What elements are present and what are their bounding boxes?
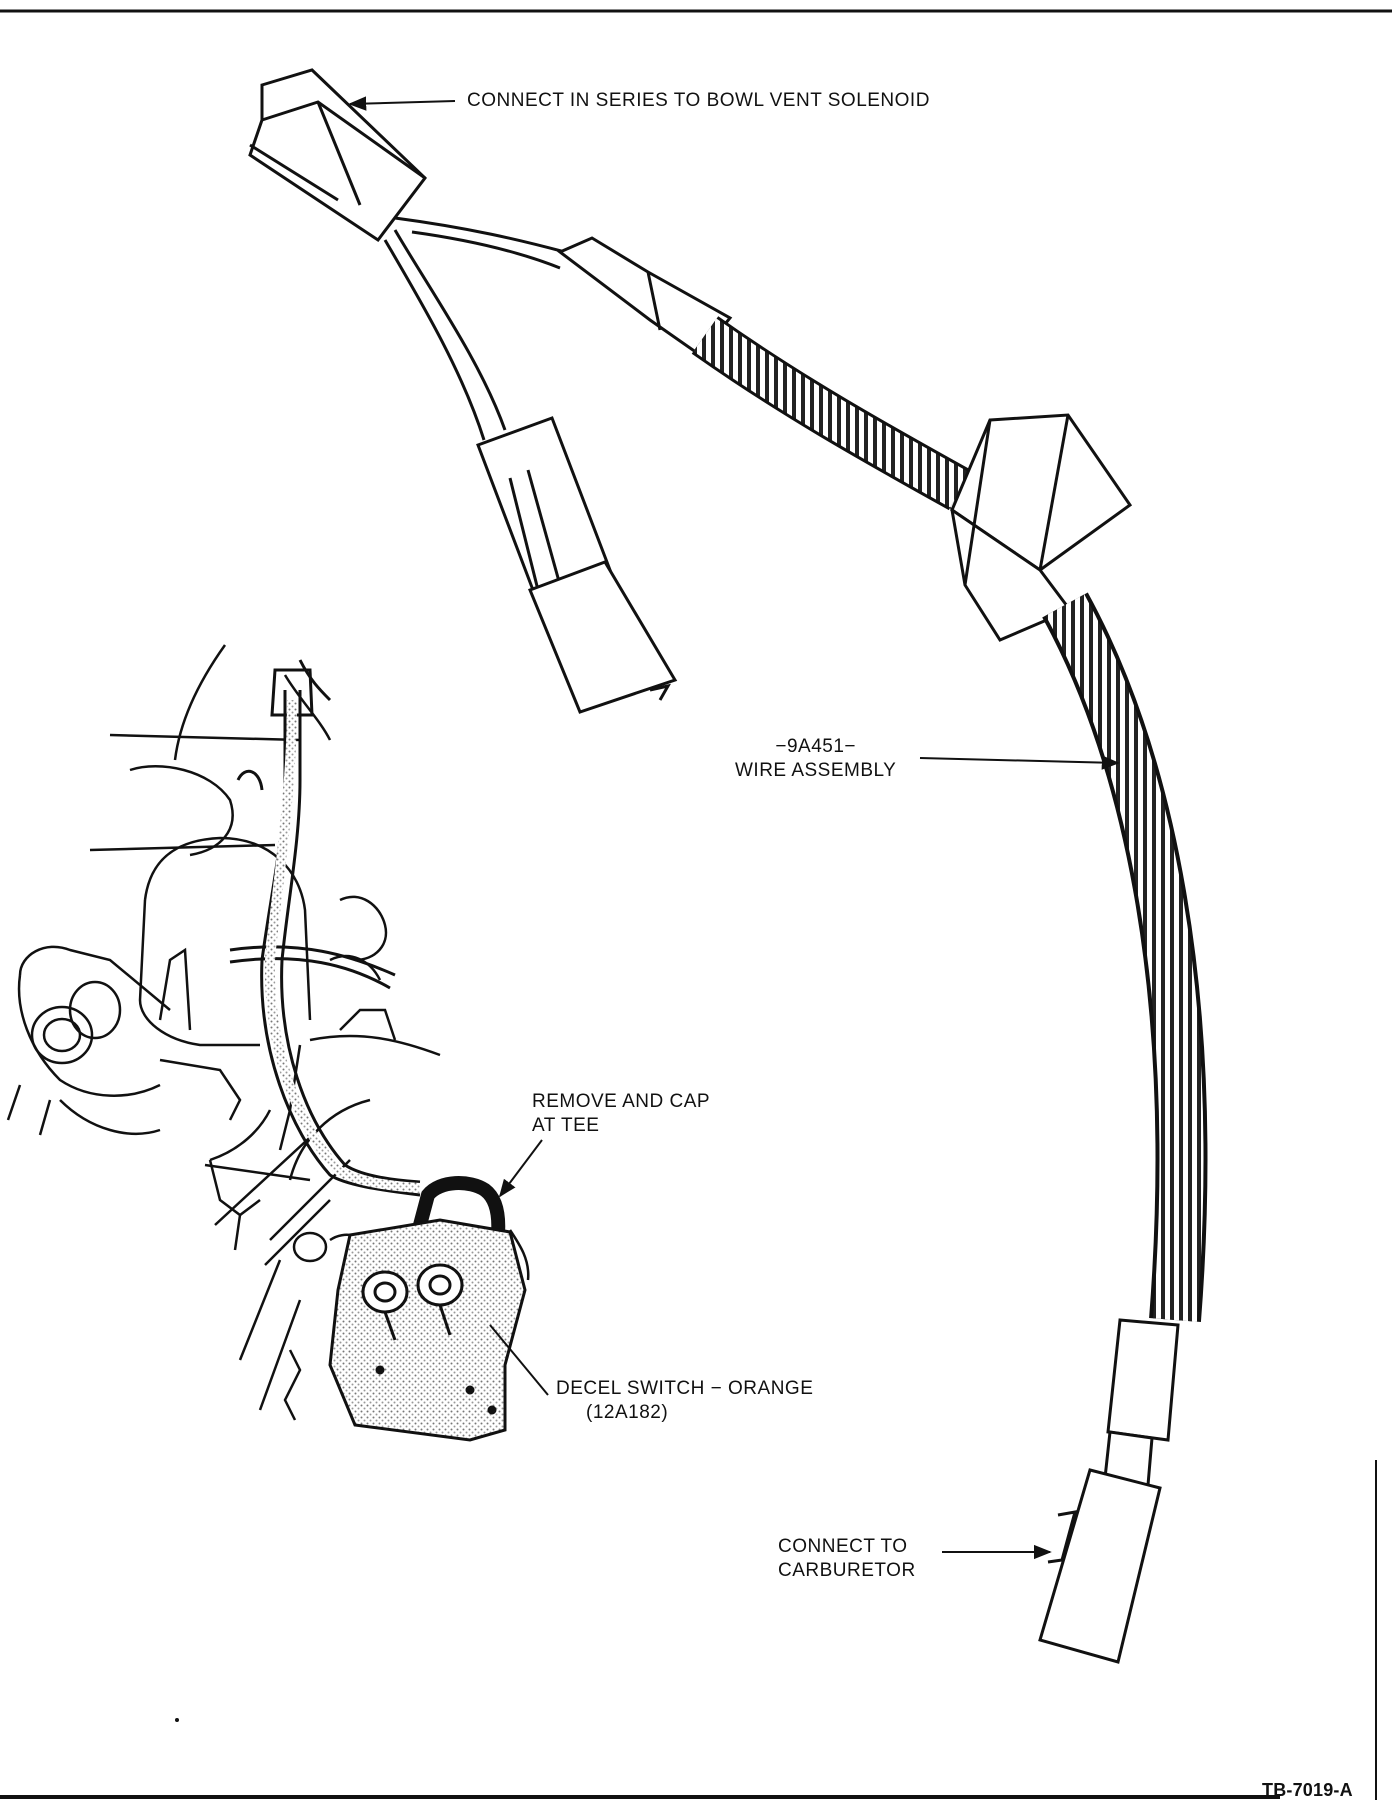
bowl-vent-text: CONNECT IN SERIES TO BOWL VENT SOLENOID	[467, 90, 930, 111]
wire-assembly-text: WIRE ASSEMBLY	[735, 760, 897, 781]
carburetor-line-2: CARBURETOR	[778, 1560, 916, 1581]
harness-boot	[557, 236, 733, 358]
bowl-vent-callout: CONNECT IN SERIES TO BOWL VENT SOLENOID	[467, 89, 930, 113]
decel-switch-text: DECEL SWITCH − ORANGE	[556, 1378, 814, 1399]
wire-assembly-callout: −9A451− WIRE ASSEMBLY	[735, 735, 896, 783]
decel-part-text: (12A182)	[586, 1402, 669, 1423]
branch-connector	[476, 416, 678, 714]
part-number-text: −9A451−	[775, 736, 856, 757]
harness-clip	[949, 413, 1133, 642]
leader-lines	[348, 96, 1120, 1560]
remove-cap-line-1: REMOVE AND CAP	[532, 1091, 711, 1112]
fork-wires	[383, 216, 566, 441]
carburetor-line-1: CONNECT TO	[778, 1536, 908, 1557]
vacuum-hose-shading	[264, 699, 421, 1193]
bowl-vent-connector	[248, 68, 428, 243]
figure-id: TB-7019-A	[1262, 1780, 1353, 1800]
page-frame	[0, 9, 1392, 1800]
carburetor-callout: CONNECT TO CARBURETOR	[778, 1535, 916, 1583]
page-speck	[175, 1718, 179, 1722]
decel-switch-callout: DECEL SWITCH − ORANGE (12A182)	[556, 1377, 813, 1425]
vacuum-hose	[229, 659, 421, 1197]
engine-sketch	[6, 644, 530, 1421]
decel-switch	[328, 1218, 527, 1442]
carburetor-connector	[1038, 1318, 1180, 1664]
remove-cap-callout: REMOVE AND CAP AT TEE	[532, 1090, 710, 1138]
remove-cap-line-2: AT TEE	[532, 1115, 600, 1136]
